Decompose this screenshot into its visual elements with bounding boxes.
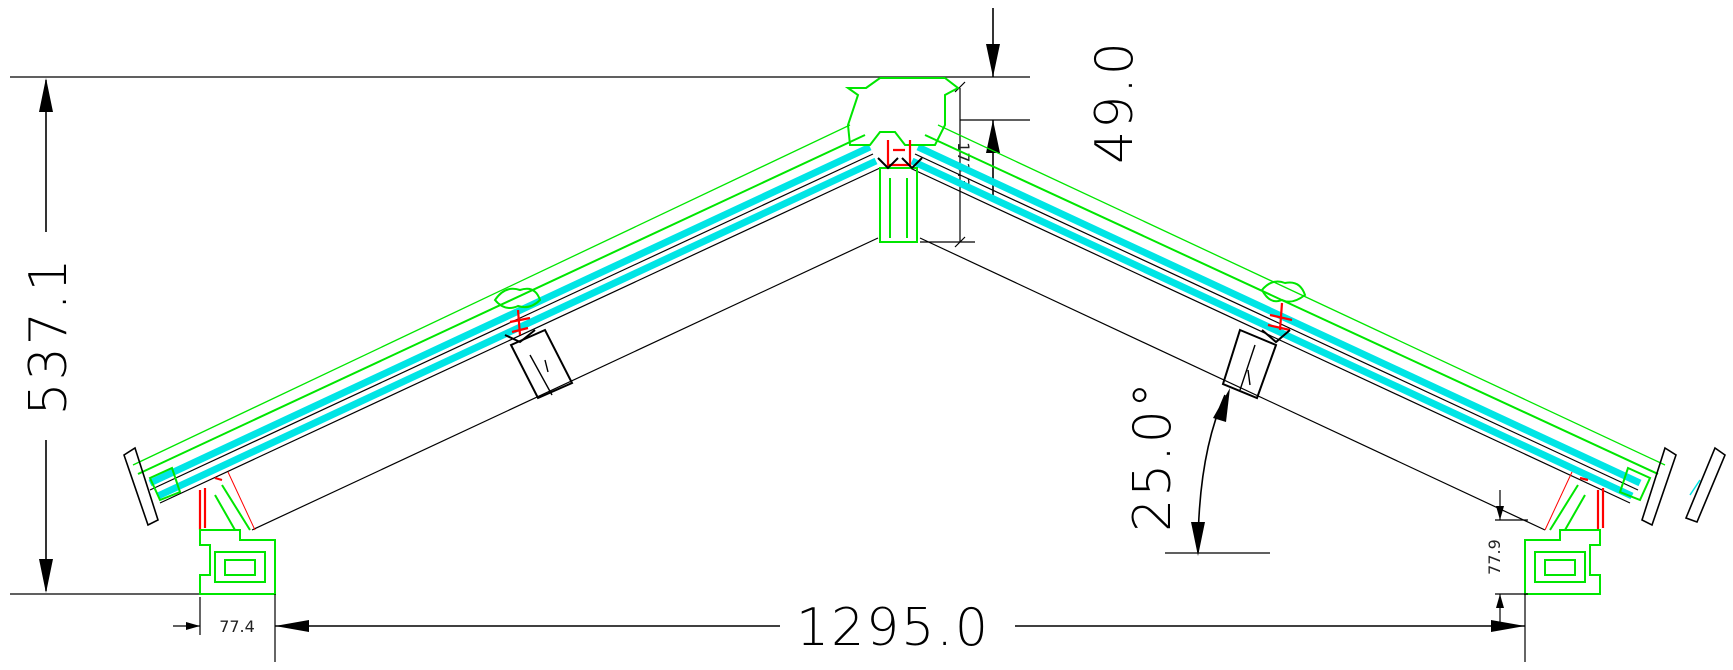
right-eave-gasket: [1579, 476, 1605, 530]
left-rafter-clip: [504, 329, 536, 344]
top-offset-label: 49.0: [1085, 40, 1145, 164]
left-glass-edge: [159, 167, 881, 504]
outer-cover-lines: [132, 124, 1666, 475]
ridge-dim-tick: [954, 81, 966, 93]
right-sill-profile: [1524, 529, 1601, 595]
right-base-label: 77.9: [1485, 539, 1504, 575]
right-eave-glass-tip: [1689, 479, 1701, 496]
right-eave-bracket: [1549, 484, 1586, 531]
right-eave-cap: [1618, 466, 1652, 502]
right-glass-upper: [916, 143, 1642, 487]
ridge-dim-tick: [954, 236, 966, 248]
pitch-angle-label: 25.0°: [1123, 380, 1183, 532]
left-cover-line: [132, 124, 851, 466]
right-cover-inner: [924, 134, 1659, 475]
right-ceiling-line: [919, 237, 1546, 531]
right-cover-line: [937, 124, 1666, 466]
arrow-right-icon: [1491, 620, 1525, 632]
right-sill-chamber: [1534, 551, 1586, 583]
left-ceiling-line: [251, 237, 879, 531]
arrow-up-icon: [986, 120, 1000, 153]
right-base-dimension: 77.9: [1485, 490, 1528, 624]
arrow-down-icon: [1496, 506, 1504, 520]
ridge-beam-web: [889, 178, 908, 238]
arrow-down-icon: [39, 559, 53, 593]
left-eave-trim: [123, 446, 159, 527]
span-dimension: 1295.0 77.4: [173, 594, 1526, 662]
right-rafter-beam: [1221, 328, 1278, 400]
right-glass-edge: [909, 167, 1631, 504]
left-sill-chamber: [214, 551, 266, 583]
right-rafter-clip: [1261, 329, 1291, 344]
left-eave-cap: [148, 466, 182, 502]
total-height-label: 537.1: [19, 257, 79, 416]
ridge-profile: [844, 77, 960, 243]
ridge-beam: [879, 167, 918, 243]
right-glass-edge: [914, 153, 1639, 491]
right-rafter-gasket: [1267, 302, 1293, 332]
ceiling-lines: [251, 237, 1546, 531]
left-eave-bracket: [214, 484, 251, 531]
left-base-label: 77.4: [219, 617, 255, 636]
right-eave-trim: [1641, 446, 1677, 527]
left-rafter-cap: [493, 287, 542, 309]
left-glass-upper: [148, 143, 872, 487]
pitch-angle-dimension: 25.0°: [1123, 380, 1270, 556]
left-rafter: [493, 287, 574, 400]
arrow-up-icon: [39, 78, 53, 112]
glazing-panels: [148, 143, 1642, 504]
ridge-clip: [877, 157, 923, 170]
left-cover-inner: [137, 134, 866, 475]
arrow-down-icon: [986, 44, 1000, 77]
left-glass-lower: [156, 157, 878, 500]
arrow-down-icon: [1191, 522, 1205, 556]
arrow-right-icon: [186, 622, 200, 630]
right-rafter-web: [1239, 344, 1256, 391]
arrow-left-icon: [275, 620, 309, 632]
ridge-cap: [844, 77, 960, 146]
left-sill-profile: [199, 529, 276, 595]
right-rafter-cap: [1260, 280, 1307, 303]
right-eave-drip: [1684, 446, 1726, 524]
left-rafter-gasket: [509, 309, 531, 336]
left-eave-edge: [227, 471, 256, 531]
top-offset-dimension: 49.0: [960, 8, 1145, 196]
left-rafter-beam: [509, 328, 574, 400]
arrow-up-icon: [1496, 594, 1504, 608]
ridge-gasket: [886, 140, 912, 167]
right-rafter: [1221, 280, 1307, 400]
left-rafter-web: [529, 354, 553, 396]
left-eave: [123, 446, 276, 595]
arrow-up-icon: [1213, 388, 1230, 422]
right-glass-lower: [910, 157, 1634, 500]
span-label: 1295.0: [796, 598, 990, 658]
right-eave: [1524, 446, 1726, 595]
right-eave-edge: [1544, 471, 1573, 531]
left-eave-gasket: [198, 476, 223, 530]
total-height-dimension: 537.1: [10, 76, 1030, 595]
